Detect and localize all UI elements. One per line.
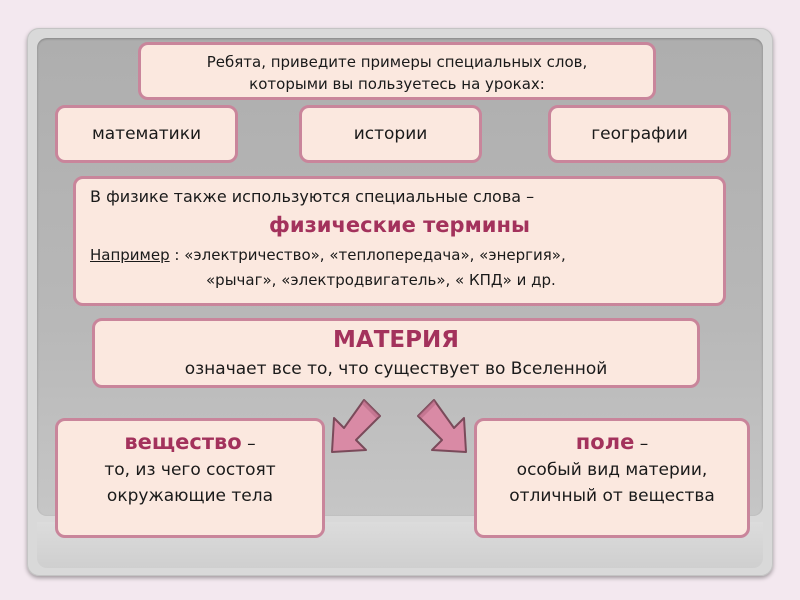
physics-example-line-2: «рычаг», «электродвигатель», « КПД» и др… <box>206 271 556 289</box>
subject-math-box: математики <box>55 105 238 163</box>
field-term: поле <box>575 430 635 454</box>
materia-box: МАТЕРИЯ означает все то, что существует … <box>92 318 700 388</box>
materia-title: МАТЕРИЯ <box>333 327 459 353</box>
materia-description: означает все то, что существует во Вселе… <box>184 359 608 379</box>
substance-card: вещество – то, из чего состоят окружающи… <box>55 418 325 538</box>
arrow-down-right-icon <box>417 399 467 453</box>
question-line-2: которыми вы пользуетесь на уроках: <box>249 75 545 93</box>
physics-intro-text: В физике также используются специальные … <box>90 187 535 206</box>
field-line-2: отличный от вещества <box>509 486 715 506</box>
question-box: Ребята, приведите примеры специальных сл… <box>138 42 656 100</box>
subject-history-box: истории <box>299 105 482 163</box>
substance-term: вещество <box>124 430 242 454</box>
question-line-1: Ребята, приведите примеры специальных сл… <box>206 53 588 71</box>
subject-math-label: математики <box>91 124 202 144</box>
physics-terms-heading: физические термины <box>269 213 530 237</box>
physics-example-line-1: Например : «электричество», «теплопереда… <box>90 246 725 264</box>
example-text-1: : «электричество», «теплопередача», «эне… <box>174 246 566 264</box>
physics-terms-box: В физике также используются специальные … <box>73 176 726 306</box>
example-label: Например <box>90 246 170 264</box>
arrow-down-left-icon <box>331 399 381 453</box>
substance-line-2: окружающие тела <box>106 486 274 506</box>
substance-line-1: то, из чего состоят <box>104 460 276 480</box>
subject-geography-label: географии <box>591 124 688 144</box>
field-dash: – <box>634 434 649 454</box>
field-card: поле – особый вид материи, отличный от в… <box>474 418 750 538</box>
subject-history-label: истории <box>353 124 428 144</box>
substance-dash: – <box>241 434 256 454</box>
field-line-1: особый вид материи, <box>516 460 708 480</box>
subject-geography-box: географии <box>548 105 731 163</box>
